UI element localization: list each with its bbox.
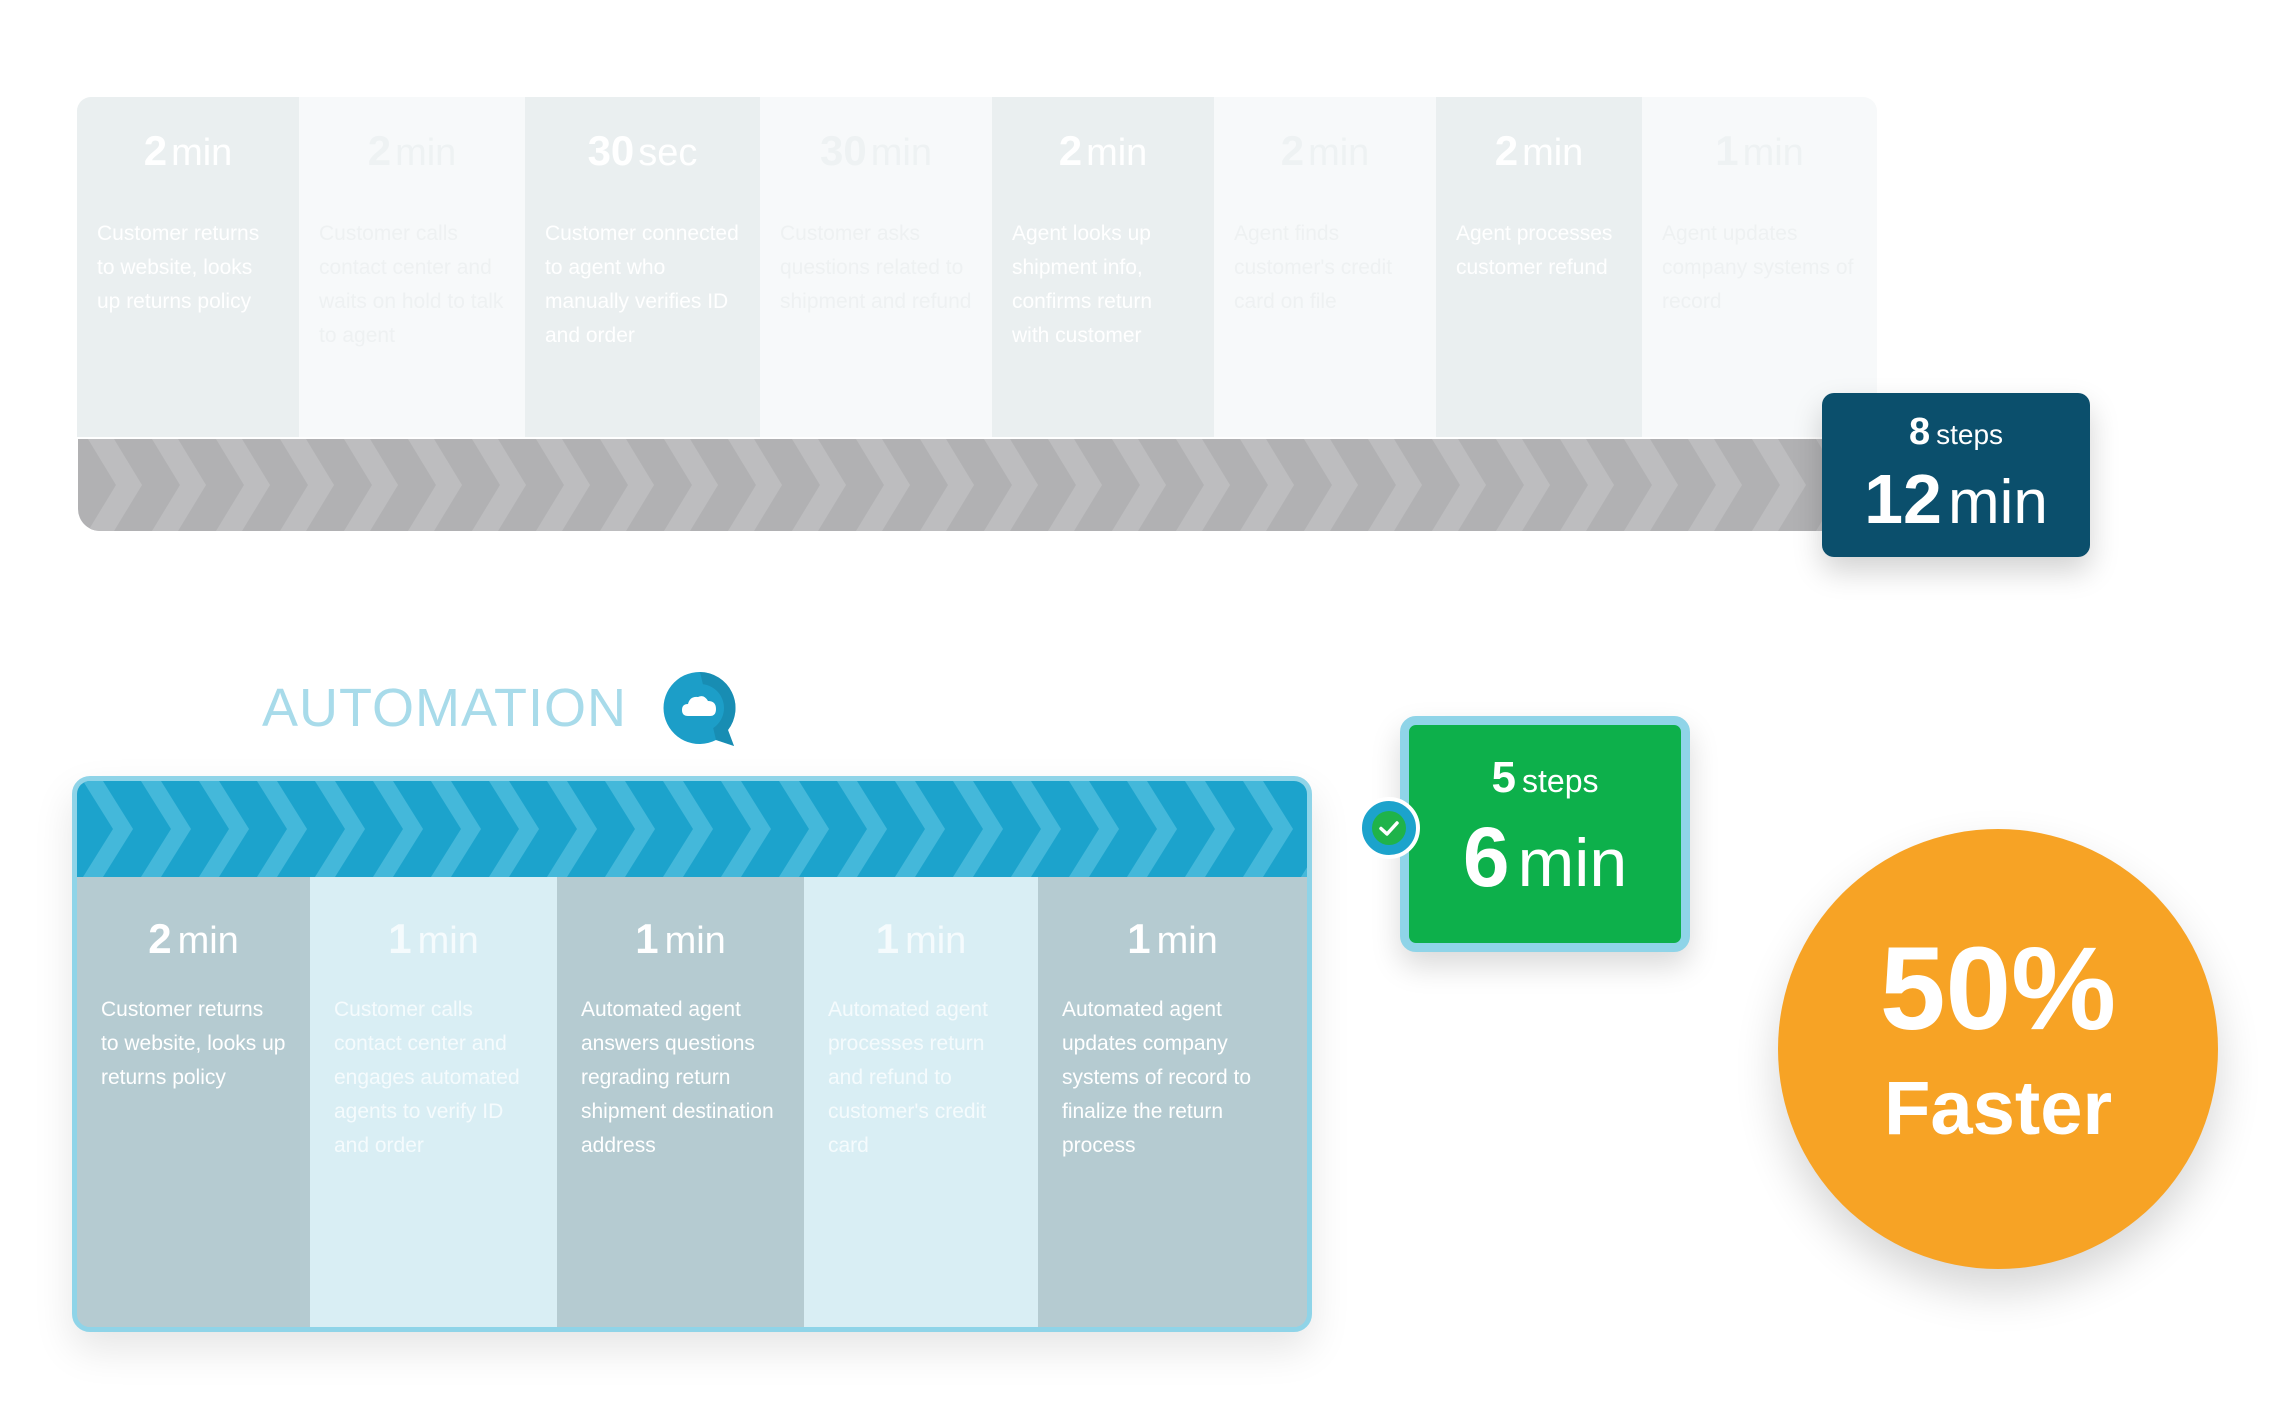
step-description: Customer connected to agent who manually… (545, 222, 739, 347)
time-value: 1 (388, 915, 412, 962)
step-description: Customer returns to website, looks up re… (101, 998, 286, 1089)
step-description: Customer asks questions related to shipm… (780, 222, 972, 313)
total-time-unit: min (1947, 468, 2048, 537)
step-count: 5 (1491, 753, 1516, 802)
step-description: Automated agent processes return and ref… (828, 998, 988, 1157)
step-description: Customer returns to website, looks up re… (97, 222, 260, 313)
chevron-pattern (78, 439, 1858, 531)
step-description: Customer calls contact center and engage… (334, 998, 520, 1157)
time-unit: min (177, 920, 239, 962)
total-time-unit: min (1517, 825, 1628, 901)
time-unit: min (905, 920, 967, 962)
time-unit: min (1086, 132, 1148, 174)
time-value: 2 (1058, 127, 1083, 174)
time-value: 1 (875, 915, 900, 962)
time-unit: min (395, 132, 457, 174)
step-description: Automated agent answers questions regrad… (581, 998, 774, 1157)
time-unit: min (870, 132, 932, 174)
time-value: 2 (148, 915, 172, 962)
step-count: 8 (1908, 411, 1931, 453)
result-circle: 50% Faster (1778, 829, 2218, 1269)
step-description: Agent looks up shipment info, confirms r… (1012, 222, 1153, 347)
step-description: Customer calls contact center and waits … (319, 222, 504, 347)
manual-progress-bar (78, 439, 1858, 531)
time-value: 1 (635, 915, 659, 962)
automation-progress-bar (77, 781, 1307, 877)
step-description: Agent processes customer refund (1456, 222, 1613, 279)
check-icon (1358, 797, 1420, 859)
time-value: 30 (587, 127, 635, 174)
steps-label: steps (1522, 763, 1599, 799)
result-label: Faster (1883, 1066, 2113, 1151)
total-time-value: 6 (1462, 810, 1510, 904)
steps-label: steps (1936, 419, 2004, 450)
time-value: 1 (1715, 127, 1739, 174)
time-unit: min (664, 920, 726, 962)
total-time-value: 12 (1864, 460, 1942, 538)
step-description: Agent finds customer's credit card on fi… (1234, 222, 1393, 313)
time-unit: min (1156, 920, 1218, 962)
time-value: 2 (1280, 127, 1305, 174)
time-value: 2 (1494, 127, 1519, 174)
time-value: 1 (1127, 915, 1151, 962)
time-unit: sec (638, 132, 698, 174)
time-unit: min (1742, 132, 1804, 174)
step-description: Automated agent updates company systems … (1062, 998, 1252, 1157)
time-unit: min (171, 132, 233, 174)
time-unit: min (1522, 132, 1584, 174)
chevron-pattern (77, 781, 1307, 877)
time-value: 30 (820, 127, 867, 174)
step-description: Agent updates company systems of record (1662, 222, 1854, 313)
automation-title: AUTOMATION (262, 678, 628, 738)
result-percent: 50% (1879, 923, 2117, 1055)
time-value: 2 (367, 127, 392, 174)
time-unit: min (417, 920, 479, 962)
time-unit: min (1308, 132, 1370, 174)
chat-cloud-icon (660, 668, 740, 748)
time-value: 2 (143, 127, 168, 174)
